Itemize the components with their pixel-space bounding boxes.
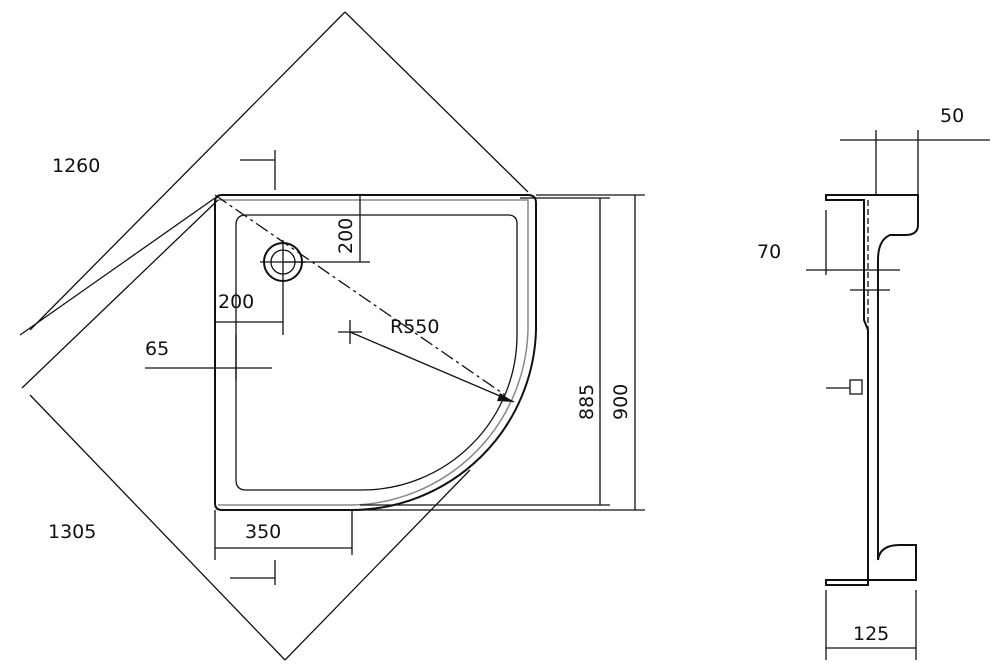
side-profile bbox=[806, 130, 990, 660]
dim-65: 65 bbox=[145, 338, 169, 360]
dim-885: 885 bbox=[576, 384, 598, 420]
tray-plan-view bbox=[214, 194, 537, 511]
dim-900: 900 bbox=[610, 384, 632, 420]
dim-200-vertical: 200 bbox=[335, 218, 357, 254]
dim-1260: 1260 bbox=[52, 155, 100, 177]
vertical-dimensions bbox=[145, 150, 645, 585]
diagonal-dimensions bbox=[19, 11, 529, 661]
dim-1305: 1305 bbox=[48, 521, 96, 543]
dim-200-horizontal: 200 bbox=[218, 291, 254, 313]
dim-50: 50 bbox=[940, 105, 964, 127]
dim-350: 350 bbox=[245, 521, 281, 543]
dim-70: 70 bbox=[757, 241, 781, 263]
dim-125: 125 bbox=[853, 623, 889, 645]
dim-r550: R550 bbox=[390, 316, 439, 338]
